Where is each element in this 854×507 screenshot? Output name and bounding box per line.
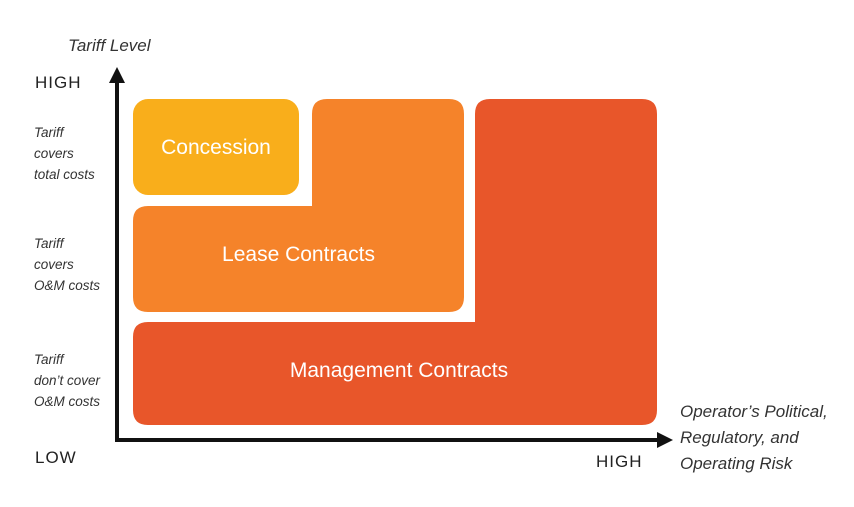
y-axis-high-label: HIGH	[35, 73, 82, 92]
y-axis-title: Tariff Level	[68, 36, 151, 55]
management-contracts-label: Management Contracts	[289, 359, 509, 382]
x-axis-high-label: HIGH	[596, 452, 643, 471]
lease-contracts-label: Lease Contracts	[222, 243, 375, 266]
x-axis-title: Operator’s Political, Regulatory, and Op…	[680, 402, 828, 473]
lease-contracts-block	[133, 99, 464, 312]
y-category-total-costs: Tariff covers total costs	[34, 125, 95, 182]
y-axis-low-label: LOW	[35, 448, 77, 467]
y-axis-arrowhead	[109, 67, 125, 83]
concession-block	[133, 99, 299, 195]
management-contracts-block	[133, 99, 657, 425]
concession-label: Concession	[161, 136, 271, 159]
y-category-om-costs: Tariff covers O&M costs	[34, 236, 101, 293]
y-category-no-om-costs: Tariff don’t cover O&M costs	[34, 352, 101, 409]
x-axis-arrowhead	[657, 432, 673, 448]
